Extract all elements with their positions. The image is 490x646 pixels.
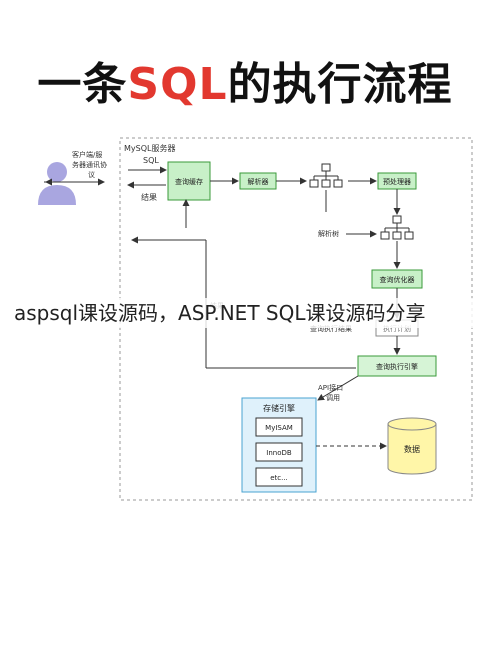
parse-tree-label: 解析树 xyxy=(318,229,339,238)
engine-etc-box xyxy=(255,467,303,487)
storage-engine-label: 存储引擎 xyxy=(263,403,295,413)
tree-icon-1 xyxy=(309,163,343,188)
user-icon xyxy=(38,162,76,205)
sql-label: SQL xyxy=(143,156,159,165)
executor-box xyxy=(357,355,437,377)
client-label-3: 议 xyxy=(88,171,95,179)
client-label-1: 客户端/服 xyxy=(72,150,102,159)
engine-myisam-label: MyISAM xyxy=(265,424,293,432)
client-label-2: 务器通讯协 xyxy=(72,160,107,169)
optimizer-label: 查询优化器 xyxy=(380,275,415,284)
server-label: MySQL服务器 xyxy=(124,143,175,153)
query-cache-label: 查询缓存 xyxy=(175,177,203,186)
parser-label: 解析器 xyxy=(248,177,269,186)
execution-plan-label: 执行计划 xyxy=(383,324,411,333)
mysql-server-frame xyxy=(119,137,473,501)
engine-innodb-label: InnoDB xyxy=(266,449,292,457)
engine-innodb-box xyxy=(255,442,303,462)
tree-icon-2 xyxy=(380,215,414,240)
result-label: 结果 xyxy=(141,192,157,202)
page-title: 一条SQL的执行流程 xyxy=(37,59,453,110)
database-icon xyxy=(387,417,437,475)
overlay-caption: aspsql课设源码，ASP.NET SQL课设源码分享 xyxy=(14,298,480,328)
executor-label: 查询执行引擎 xyxy=(376,362,418,371)
api-label-1: API接口 xyxy=(318,383,343,392)
engine-etc-label: etc... xyxy=(270,474,288,482)
engine-myisam-box xyxy=(255,417,303,437)
data-label: 数据 xyxy=(404,444,420,454)
api-label-2: 调用 xyxy=(326,393,340,402)
query-result-label: 查询执行结果 xyxy=(310,324,352,333)
preprocessor-label: 预处理器 xyxy=(383,177,411,186)
